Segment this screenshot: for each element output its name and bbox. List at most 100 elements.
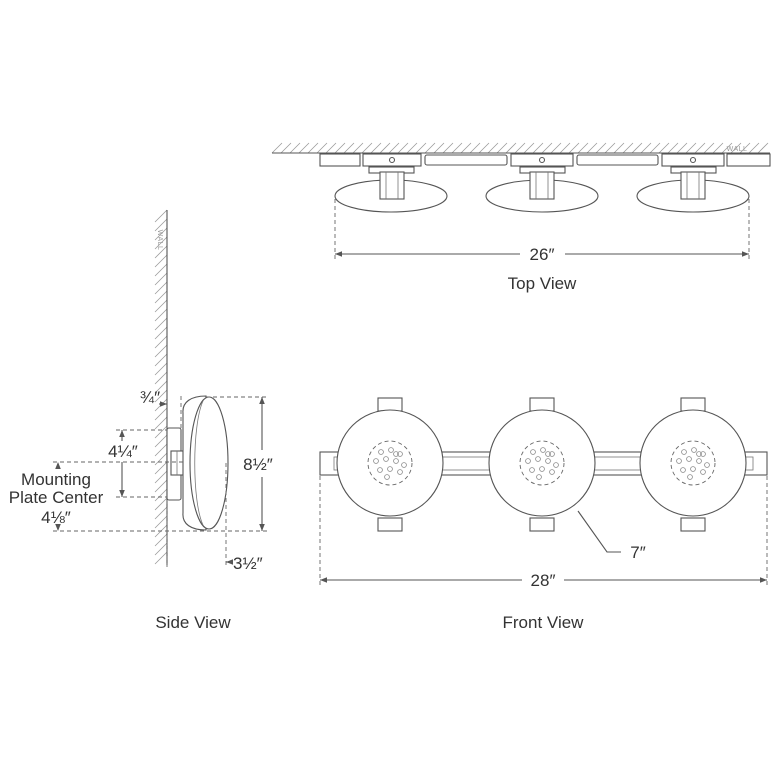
hatch-line	[154, 416, 168, 430]
hatch-line	[325, 142, 337, 154]
hatch-line	[154, 497, 168, 511]
crystal	[393, 458, 399, 464]
crystal	[535, 456, 541, 462]
hatch-line	[721, 142, 733, 154]
crystal-cluster	[676, 447, 710, 480]
hatch-line	[469, 142, 481, 154]
front-width-label: 28″	[531, 571, 556, 590]
side-stem	[170, 450, 185, 476]
hatch-line	[487, 142, 499, 154]
arrowhead	[335, 251, 342, 257]
crystal	[525, 458, 531, 464]
hatch-line	[748, 142, 760, 154]
hatch-line	[595, 142, 607, 154]
hatch-line	[694, 142, 706, 154]
top-shade-1	[334, 166, 448, 213]
hatch-line	[685, 142, 697, 154]
arm-stem	[379, 171, 405, 200]
hatch-line	[343, 142, 355, 154]
arrowhead	[320, 577, 327, 583]
front-shade-3	[639, 397, 747, 532]
mounting-label: Mounting	[21, 470, 91, 489]
crystal	[383, 456, 389, 462]
crystal	[545, 451, 551, 457]
hatch-line	[271, 142, 283, 154]
crystal	[696, 451, 702, 457]
hatch-line	[154, 290, 168, 304]
hatch-line	[154, 452, 168, 466]
crystal	[539, 466, 545, 472]
hatch-line	[154, 371, 168, 385]
arrowhead	[259, 397, 265, 404]
hatch-line	[154, 551, 168, 565]
hatch-line	[541, 142, 553, 154]
crystal	[553, 462, 559, 468]
crystal	[387, 466, 393, 472]
screw-3	[689, 156, 697, 164]
hatch-line	[559, 142, 571, 154]
top-view-caption: Top View	[508, 274, 577, 293]
top-wall-label: WALL	[727, 146, 748, 153]
arm-stem	[529, 171, 555, 200]
hatch-line	[154, 506, 168, 520]
hatch-line	[649, 142, 661, 154]
hatch-line	[676, 142, 688, 154]
crystal	[691, 447, 697, 453]
hatch-line	[154, 533, 168, 547]
hatch-line	[289, 142, 301, 154]
hatch-line	[433, 142, 445, 154]
hatch-line	[154, 254, 168, 268]
hatch-line	[154, 263, 168, 277]
shade-tab-bottom	[680, 517, 706, 532]
crystal	[378, 449, 384, 455]
hatch-line	[154, 461, 168, 475]
hatch-line	[154, 425, 168, 439]
side-wall-label: WALL	[156, 230, 163, 251]
crystal	[397, 451, 403, 457]
mounting-plate-center-dimension: Mounting Plate Center 4⅛″	[9, 461, 183, 527]
hatch-line	[154, 389, 168, 403]
crystal	[377, 467, 383, 473]
hatch-line	[154, 335, 168, 349]
hatch-line	[154, 218, 168, 232]
crystal	[700, 451, 706, 457]
hatch-line	[316, 142, 328, 154]
hatch-line	[586, 142, 598, 154]
crystal	[401, 462, 407, 468]
hatch-line	[154, 281, 168, 295]
hatch-line	[451, 142, 463, 154]
crystal	[690, 466, 696, 472]
backplate-end-right	[726, 153, 771, 167]
hatch-line	[667, 142, 679, 154]
hatch-line	[154, 434, 168, 448]
shade-disc	[488, 409, 596, 517]
shade-tab-top	[680, 397, 706, 412]
arrowheads	[55, 251, 767, 583]
arrowhead	[55, 462, 61, 469]
hatch-line	[568, 142, 580, 154]
depth-label: 3½″	[233, 554, 263, 573]
arrowhead	[119, 430, 125, 437]
hatch-line	[460, 142, 472, 154]
arrowhead	[760, 577, 767, 583]
hatch-line	[154, 542, 168, 556]
hatch-line	[730, 142, 742, 154]
crystal	[681, 449, 687, 455]
top-shade-3	[636, 166, 750, 213]
arrowhead	[259, 524, 265, 531]
crystal	[549, 469, 555, 475]
top-width-label: 26″	[530, 245, 555, 264]
hatch-line	[550, 142, 562, 154]
arrowhead	[55, 524, 61, 531]
plate-depth-label: ¾″	[140, 388, 160, 407]
hatch-line	[379, 142, 391, 154]
hatch-line	[154, 380, 168, 394]
crystal	[530, 449, 536, 455]
hatch-line	[739, 142, 751, 154]
hatch-line	[334, 142, 346, 154]
screw-2	[538, 156, 546, 164]
hatch-line	[523, 142, 535, 154]
shade-tab-top	[529, 397, 555, 412]
crystal-cluster-ring	[519, 440, 565, 486]
screw-1	[388, 156, 396, 164]
